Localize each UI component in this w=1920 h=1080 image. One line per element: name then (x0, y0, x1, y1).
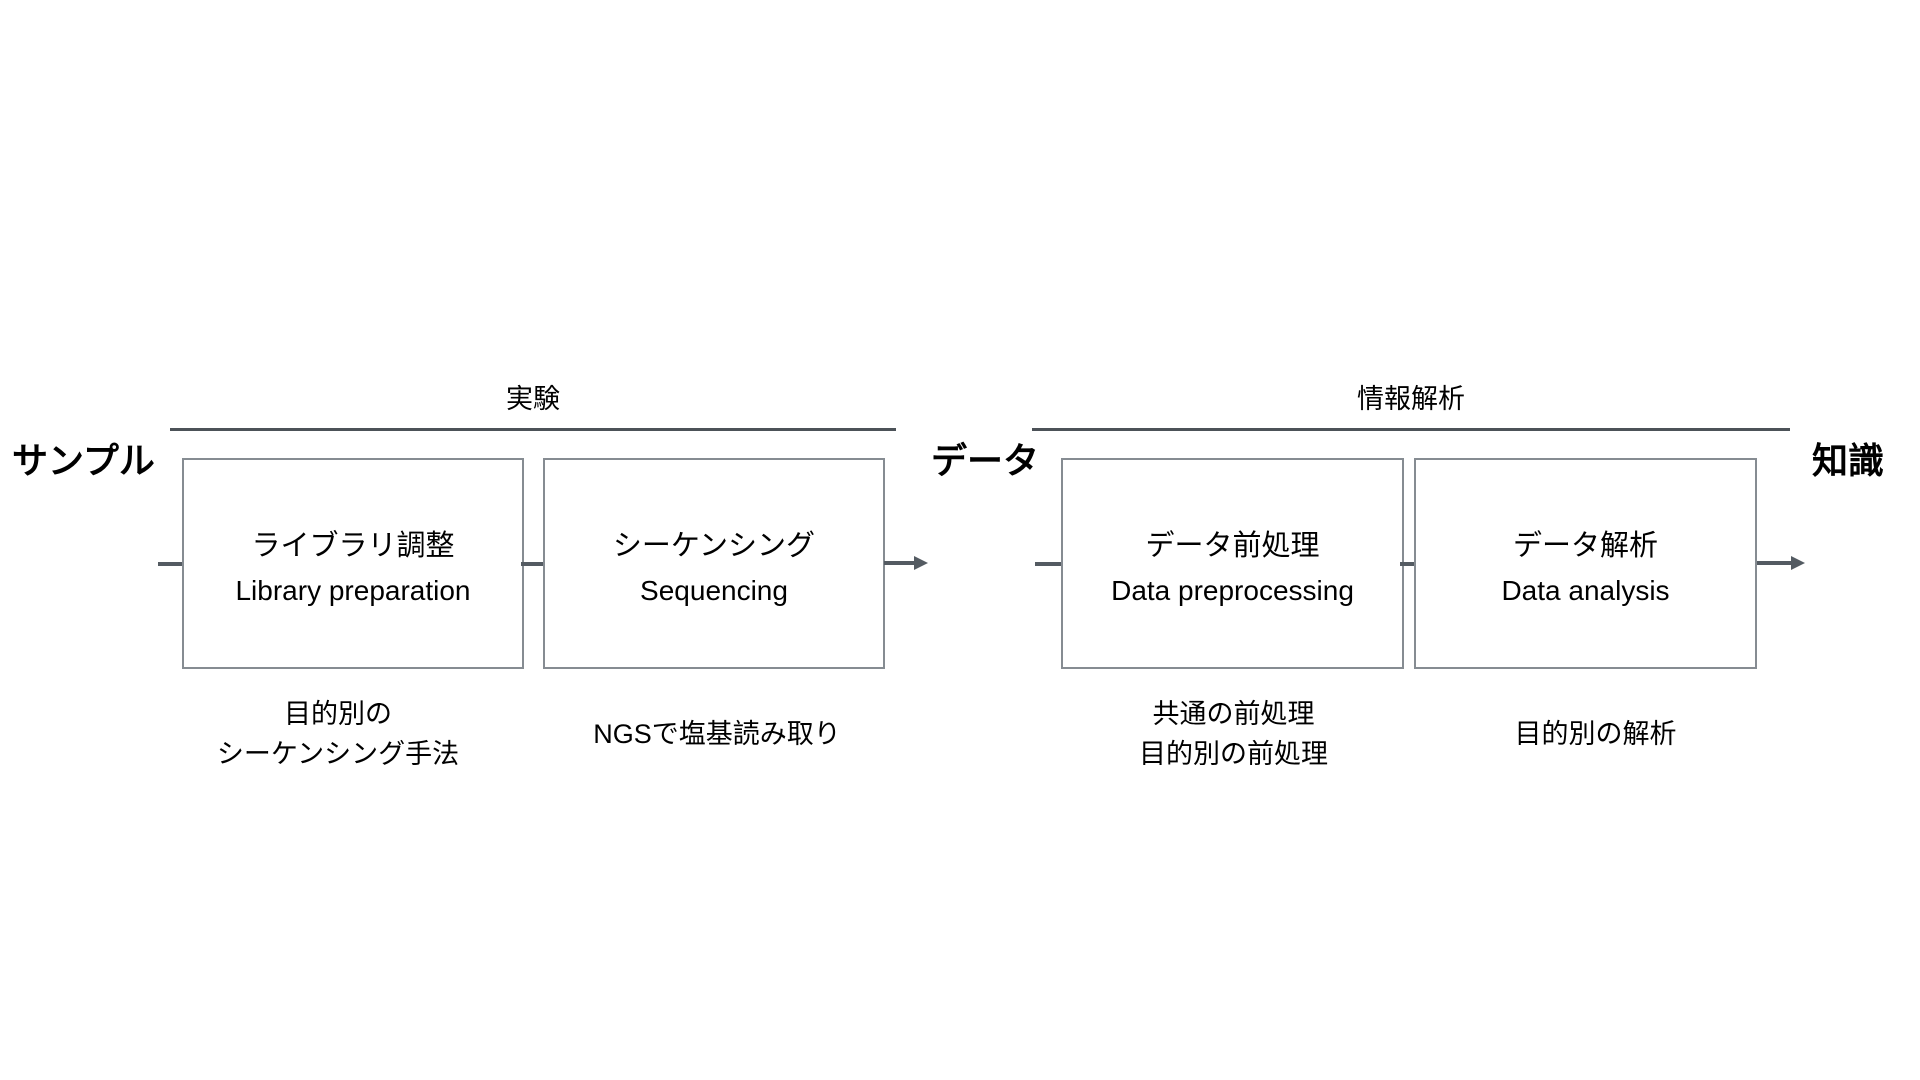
group-label-informatics: 情報解析 (1357, 384, 1465, 414)
process-title-en-data-preprocessing: Data preprocessing (1111, 575, 1354, 606)
process-title-en-library-preparation: Library preparation (235, 575, 471, 606)
caption-data-preprocessing: 共通の前処理 目的別の前処理 (1062, 694, 1405, 774)
process-title-jp-data-preprocessing: データ前処理 (1145, 530, 1320, 562)
connector-data-preprocessing-to-data-analysis (1400, 562, 1420, 566)
caption-line: NGSで塩基読み取り (593, 719, 841, 749)
group-rule-informatics (1032, 428, 1790, 431)
arrow-sequencing-to-data (884, 552, 928, 574)
caption-data-analysis: 目的別の解析 (1424, 714, 1767, 754)
caption-line: 共通の前処理 (1152, 699, 1315, 729)
caption-line: 目的別の (284, 699, 392, 729)
connector-data-to-data-preprocessing (1035, 562, 1063, 566)
connector-sample-to-library-preparation (158, 562, 184, 566)
process-box-sequencing[interactable]: シーケンシング Sequencing (543, 458, 885, 669)
process-title-jp-data-analysis: データ解析 (1512, 530, 1658, 562)
endpoint-label-knowledge: 知識 (1812, 440, 1885, 481)
endpoint-label-data: データ (931, 440, 1040, 481)
process-title-jp-sequencing: シーケンシング (612, 530, 816, 562)
caption-sequencing: NGSで塩基読み取り (546, 714, 888, 754)
caption-line: シーケンシング手法 (216, 739, 460, 769)
arrow-data-analysis-to-knowledge (1757, 552, 1805, 574)
connector-library-preparation-to-sequencing (521, 562, 546, 566)
group-rule-experiment (170, 428, 896, 431)
process-box-library-preparation[interactable]: ライブラリ調整 Library preparation (182, 458, 524, 669)
group-label-experiment: 実験 (506, 384, 560, 414)
process-title-en-data-analysis: Data analysis (1501, 575, 1670, 606)
caption-line: 目的別の解析 (1514, 719, 1677, 749)
endpoint-label-sample: サンプル (12, 440, 155, 481)
process-box-data-analysis[interactable]: データ解析 Data analysis (1414, 458, 1757, 669)
process-box-data-preprocessing[interactable]: データ前処理 Data preprocessing (1061, 458, 1404, 669)
process-title-jp-library-preparation: ライブラリ調整 (251, 530, 455, 562)
caption-line: 目的別の前処理 (1139, 739, 1328, 769)
caption-library-preparation: 目的別の シーケンシング手法 (167, 694, 509, 774)
process-title-en-sequencing: Sequencing (640, 575, 788, 606)
